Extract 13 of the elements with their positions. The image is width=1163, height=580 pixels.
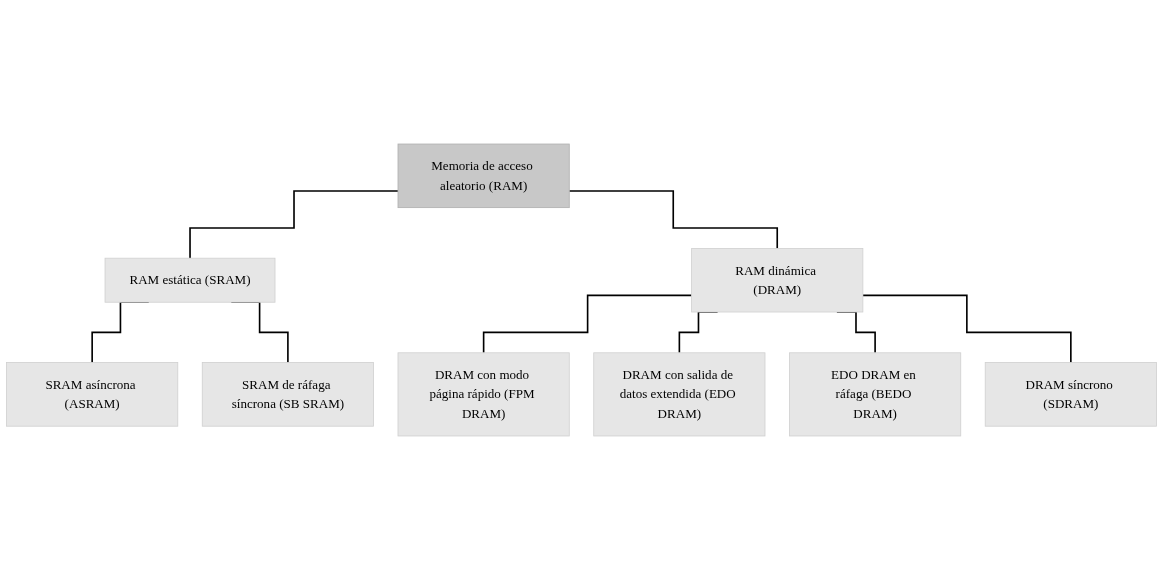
node-box: SRAM de ráfaga síncrona (SB SRAM): [201, 362, 374, 427]
node-box: RAM estática (SRAM): [104, 257, 276, 303]
node-box: SRAM asíncrona (ASRAM): [6, 362, 179, 427]
node-box: RAM dinámica (DRAM): [691, 248, 864, 313]
connector: [568, 190, 779, 250]
connector: [862, 294, 1072, 364]
node-box: DRAM con modo página rápido (FPM DRAM): [397, 352, 570, 437]
connector: [189, 190, 399, 259]
node-box: EDO DRAM en ráfaga (BEDO DRAM): [789, 352, 962, 437]
node-box: DRAM síncrono (SDRAM): [984, 362, 1157, 427]
connector: [482, 294, 693, 354]
node-box: DRAM con salida de datos extendida (EDO DRAM): [593, 352, 766, 437]
node-box: Memoria de acceso aleatorio (RAM): [397, 143, 570, 209]
